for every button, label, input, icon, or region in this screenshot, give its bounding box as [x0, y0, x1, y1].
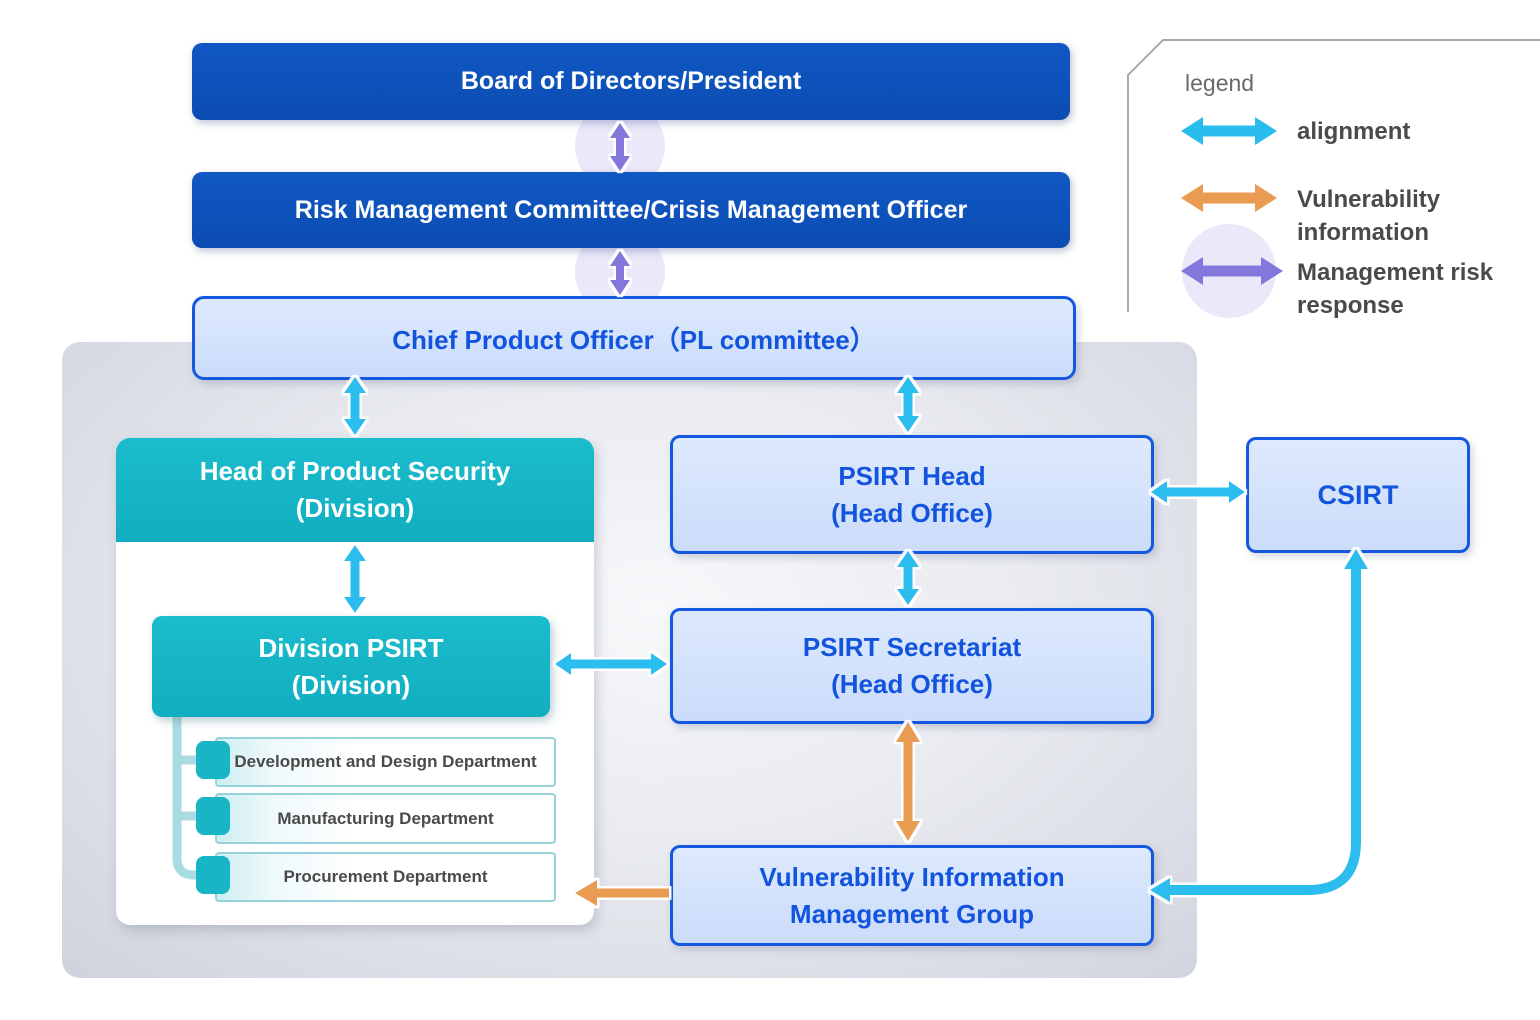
legend-vulnerability-arrow-icon — [1181, 184, 1277, 212]
division-psirt-box: Division PSIRT (Division) — [152, 616, 550, 717]
legend-item-alignment: alignment — [1297, 118, 1411, 145]
psirt-secretariat-box: PSIRT Secretariat (Head Office) — [670, 608, 1154, 724]
manufacturing-department-label: Manufacturing Department — [277, 808, 494, 828]
legend-title: legend — [1185, 70, 1255, 96]
head-of-product-security-line1: Head of Product Security — [199, 456, 511, 486]
chief-product-officer-box: Chief Product Officer（PL committee） — [192, 296, 1076, 380]
psirt-head-line1: PSIRT Head — [838, 460, 986, 491]
development-design-department-label: Development and Design Department — [234, 752, 537, 771]
board-of-directors-label: Board of Directors/President — [460, 67, 802, 95]
procurement-department-label: Procurement Department — [283, 867, 488, 886]
psirt-secretariat-line1: PSIRT Secretariat — [802, 632, 1022, 662]
legend-item-vulnerability-information: Vulnerability information — [1297, 186, 1441, 246]
psirt-secretariat-line2: (Head Office) — [831, 669, 993, 699]
head-of-product-security-line2: (Division) — [295, 493, 415, 523]
division-psirt-line1: Division PSIRT — [258, 632, 444, 663]
vulnerability-info-group-line2: Management Group — [789, 898, 1035, 929]
vulnerability-info-group-box: Vulnerability Information Management Gro… — [670, 845, 1154, 946]
vulnerability-info-group-line1: Vulnerability Information — [759, 861, 1065, 892]
legend-item-management-risk-response: Management risk response — [1297, 259, 1494, 319]
head-of-product-security-box: Head of Product Security (Division) — [116, 438, 594, 542]
legend-alignment-arrow-icon — [1181, 117, 1277, 145]
psirt-head-line2: (Head Office) — [831, 497, 993, 528]
chief-product-officer-label: Chief Product Officer（PL committee） — [392, 324, 876, 355]
development-design-department-box: Development and Design Department — [215, 737, 556, 787]
procurement-department-box: Procurement Department — [215, 852, 556, 902]
division-psirt-line2: (Division) — [291, 669, 411, 700]
csirt-box: CSIRT — [1246, 437, 1470, 553]
board-of-directors-box: Board of Directors/President — [192, 43, 1070, 120]
psirt-head-box: PSIRT Head (Head Office) — [670, 435, 1154, 554]
risk-management-committee-box: Risk Management Committee/Crisis Managem… — [192, 172, 1070, 248]
management-risk-halo — [1182, 224, 1276, 318]
csirt-label: CSIRT — [1317, 479, 1399, 510]
manufacturing-department-box: Manufacturing Department — [215, 793, 556, 844]
risk-management-committee-label: Risk Management Committee/Crisis Managem… — [294, 195, 968, 224]
